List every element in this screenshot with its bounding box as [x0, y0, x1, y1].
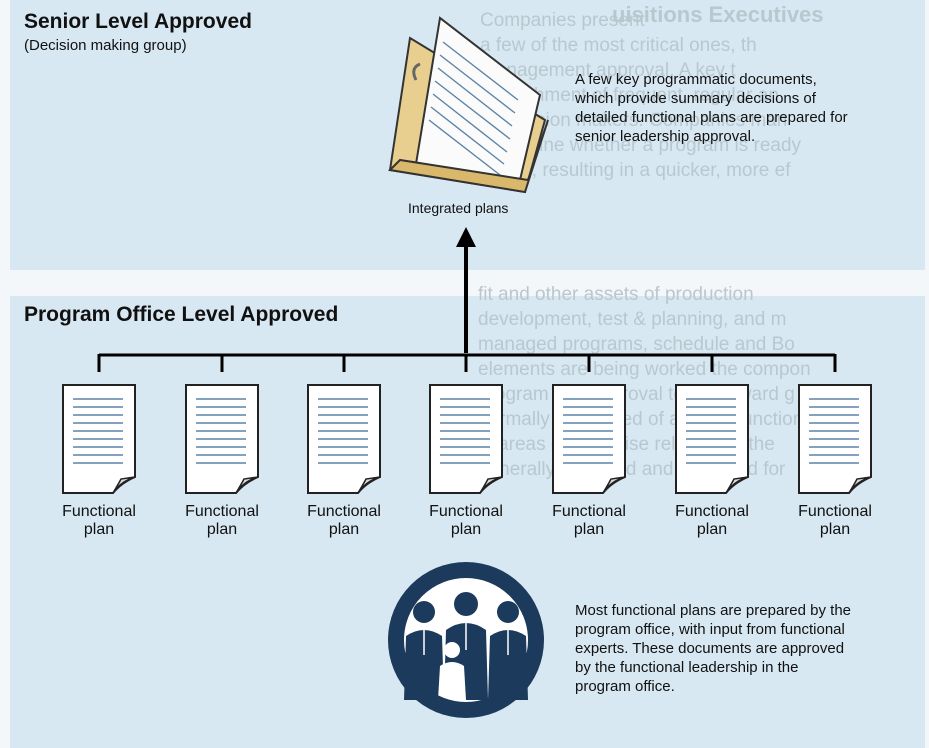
- functional-plan-label-line2: plan: [83, 521, 115, 538]
- document-page-icon: [674, 383, 750, 494]
- functional-plan-label-line2: plan: [328, 521, 360, 538]
- functional-plan-label-line1: Functional: [185, 503, 259, 520]
- senior-level-title: Senior Level Approved: [24, 10, 252, 33]
- functional-plan-label-line1: Functional: [552, 503, 626, 520]
- functional-plan-label-line2: plan: [450, 521, 482, 538]
- document-page-icon: [428, 383, 504, 494]
- connector-lines: [97, 353, 837, 372]
- program-office-title: Program Office Level Approved: [24, 303, 339, 326]
- business-group-icon: [388, 562, 544, 718]
- document-page-icon: [184, 383, 260, 494]
- document-page-icon: [306, 383, 382, 494]
- functional-plan-label-line1: Functional: [675, 503, 749, 520]
- functional-plan-label-line1: Functional: [798, 503, 872, 520]
- functional-plan-label-line1: Functional: [429, 503, 503, 520]
- functional-plan-label-line1: Functional: [62, 503, 136, 520]
- functional-plan-label-line2: plan: [206, 521, 238, 538]
- functional-plan-label-line1: Functional: [307, 503, 381, 520]
- senior-level-subtitle: (Decision making group): [24, 37, 187, 54]
- folder-with-document-icon: [387, 16, 549, 194]
- integrated-plans-label: Integrated plans: [408, 200, 509, 216]
- document-page-icon: [797, 383, 873, 494]
- bleed-text-top: Companies present a few of the most crit…: [480, 10, 802, 181]
- bleed-text-corner: uisitions Executives: [612, 2, 824, 27]
- document-page-icon: [551, 383, 627, 494]
- functional-plan-label-line2: plan: [696, 521, 728, 538]
- document-page-icon: [61, 383, 137, 494]
- functional-plan-label-line2: plan: [573, 521, 605, 538]
- functional-plan-label-line2: plan: [819, 521, 851, 538]
- program-office-note: Most functional plans are prepared by th…: [575, 602, 851, 695]
- senior-level-note: A few key programmatic documents, which …: [575, 71, 848, 145]
